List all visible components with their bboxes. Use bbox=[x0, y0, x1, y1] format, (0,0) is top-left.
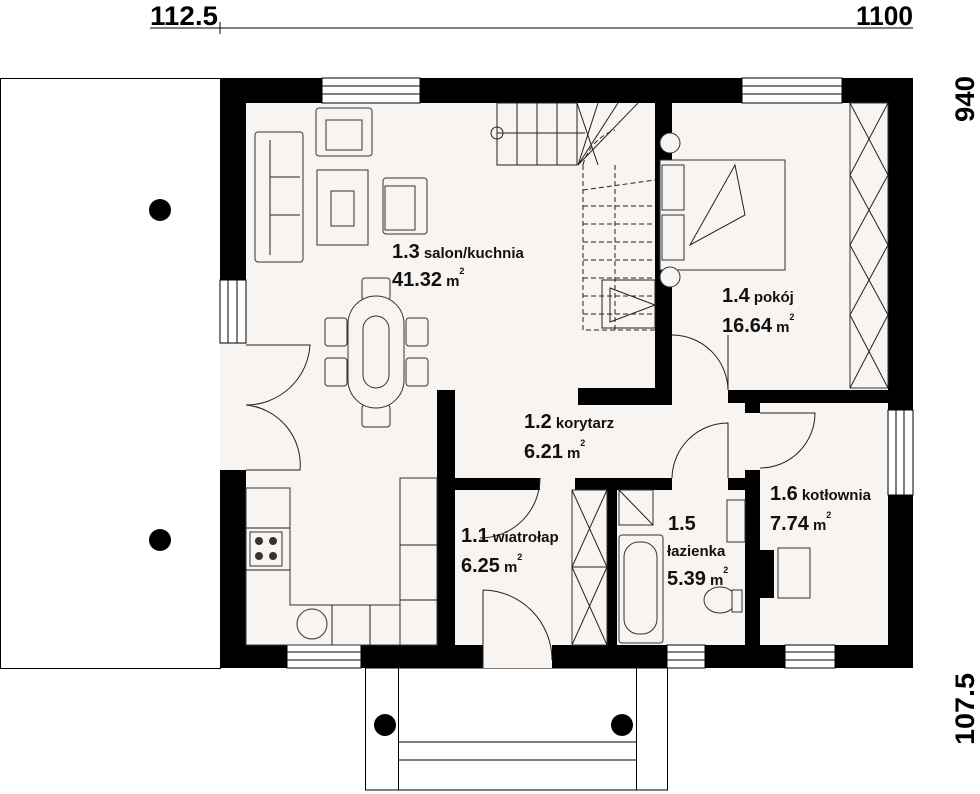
staircase bbox=[490, 102, 657, 331]
toilet bbox=[703, 586, 737, 614]
windows bbox=[219, 77, 914, 669]
dimension-top: 112.5 1100 bbox=[150, 1, 913, 34]
wardrobe bbox=[849, 102, 889, 389]
boiler bbox=[777, 547, 811, 599]
kitchen-tall-units bbox=[399, 477, 438, 646]
column-icon bbox=[611, 714, 633, 736]
column-icon bbox=[149, 199, 171, 221]
terrace bbox=[0, 78, 221, 669]
porch bbox=[365, 667, 668, 791]
kitchen bbox=[245, 477, 438, 646]
svg-text:1.5: 1.5 bbox=[668, 513, 696, 535]
cooktop bbox=[249, 531, 283, 567]
vestibule-wardrobe bbox=[571, 489, 608, 646]
sofa bbox=[254, 131, 304, 263]
doors bbox=[245, 334, 816, 668]
dimension-right: 940 107.5 bbox=[950, 76, 980, 745]
living-furniture bbox=[254, 107, 429, 428]
chimney bbox=[760, 550, 774, 598]
dim-right-bottom: 107.5 bbox=[950, 673, 980, 745]
washbasin bbox=[726, 499, 746, 543]
bedroom-furniture bbox=[659, 102, 889, 389]
dim-top-right: 1100 bbox=[856, 1, 913, 31]
dim-top-left: 112.5 bbox=[150, 1, 218, 31]
dim-right-top: 940 bbox=[950, 76, 980, 122]
bathroom-fixtures bbox=[618, 489, 811, 644]
dining-table bbox=[324, 277, 429, 428]
nightstand bbox=[659, 266, 681, 288]
sink bbox=[296, 608, 328, 640]
column-icon bbox=[149, 529, 171, 551]
column-icon bbox=[374, 714, 396, 736]
svg-text:łazienka: łazienka bbox=[667, 543, 726, 560]
nightstand bbox=[659, 132, 681, 154]
